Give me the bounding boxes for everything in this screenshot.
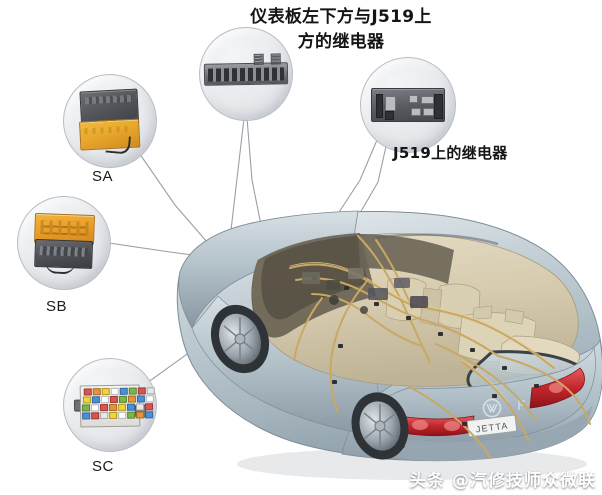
relay-strip-art	[203, 53, 289, 86]
fuse	[118, 395, 127, 403]
harness-clips	[312, 276, 539, 426]
callout-sb[interactable]	[17, 196, 111, 290]
fuse	[126, 403, 136, 411]
fuse	[109, 395, 118, 404]
fuse	[90, 404, 100, 412]
fuse	[136, 395, 145, 403]
callout-dash-relay[interactable]	[199, 27, 293, 121]
fuse	[108, 403, 118, 412]
fuse-row	[82, 411, 154, 420]
wheel-front	[210, 304, 270, 374]
fuse	[99, 404, 109, 412]
fuse	[119, 387, 128, 395]
fuse	[91, 412, 100, 420]
plate-text: JETTA	[475, 421, 509, 435]
callout-sa[interactable]	[63, 74, 157, 168]
fuse	[100, 396, 109, 404]
fuse	[82, 396, 91, 404]
licence-plate: JETTA	[466, 414, 518, 438]
fuse	[137, 387, 146, 395]
rear-headrest-right	[504, 308, 525, 325]
fuse	[91, 396, 100, 404]
taillight-left-lens-2	[444, 421, 460, 431]
label-sa: SA	[92, 168, 114, 185]
fuse	[110, 387, 119, 395]
fuse	[117, 403, 127, 411]
fuse-row	[83, 387, 155, 396]
fuse	[145, 411, 154, 419]
rear-emblem	[518, 400, 525, 410]
fuse	[135, 403, 145, 411]
label-sc: SC	[92, 458, 114, 475]
fuse-row	[82, 395, 154, 404]
callout-j519-relay[interactable]	[360, 57, 456, 153]
label-sb: SB	[46, 298, 68, 315]
fuse-block-sc-art	[73, 383, 155, 428]
fuse	[109, 411, 118, 420]
fuse	[83, 388, 92, 396]
fuse	[101, 388, 110, 396]
rear-headrest-left	[472, 305, 493, 320]
vw-logo	[482, 398, 502, 418]
fuse-carrier-sb-art	[33, 212, 95, 275]
fuse	[127, 395, 136, 403]
car-illustration: JETTA	[162, 176, 602, 480]
watermark: 头条 @汽修技师众微联	[409, 471, 596, 491]
fuse	[118, 411, 127, 419]
fuse	[92, 388, 101, 396]
label-j519-relay: J519上的继电器	[393, 144, 508, 162]
engine-bay-components	[302, 268, 428, 314]
windshield-frame	[375, 233, 499, 246]
j519-module-art	[371, 88, 445, 122]
title-dash-relay: 仪表板左下方与J519上 方的继电器	[250, 7, 432, 52]
taillight-left-lens-1	[412, 420, 428, 430]
wheel-rear	[351, 392, 409, 460]
dashboard	[358, 234, 454, 284]
fuse-row	[81, 403, 154, 412]
fuse	[81, 404, 91, 412]
fuse	[144, 403, 154, 411]
rear-bumper	[362, 406, 592, 462]
fuse	[100, 412, 109, 420]
fuse-carrier-sa-art	[78, 88, 141, 155]
fuse	[145, 395, 154, 403]
callout-sc[interactable]	[63, 358, 157, 452]
fuse	[128, 387, 137, 395]
fuse	[127, 411, 136, 419]
wiring-harness	[289, 235, 591, 459]
fuse	[146, 387, 155, 395]
taillight-right-lens	[549, 383, 563, 393]
fuse	[136, 411, 145, 419]
fuse	[82, 412, 91, 420]
